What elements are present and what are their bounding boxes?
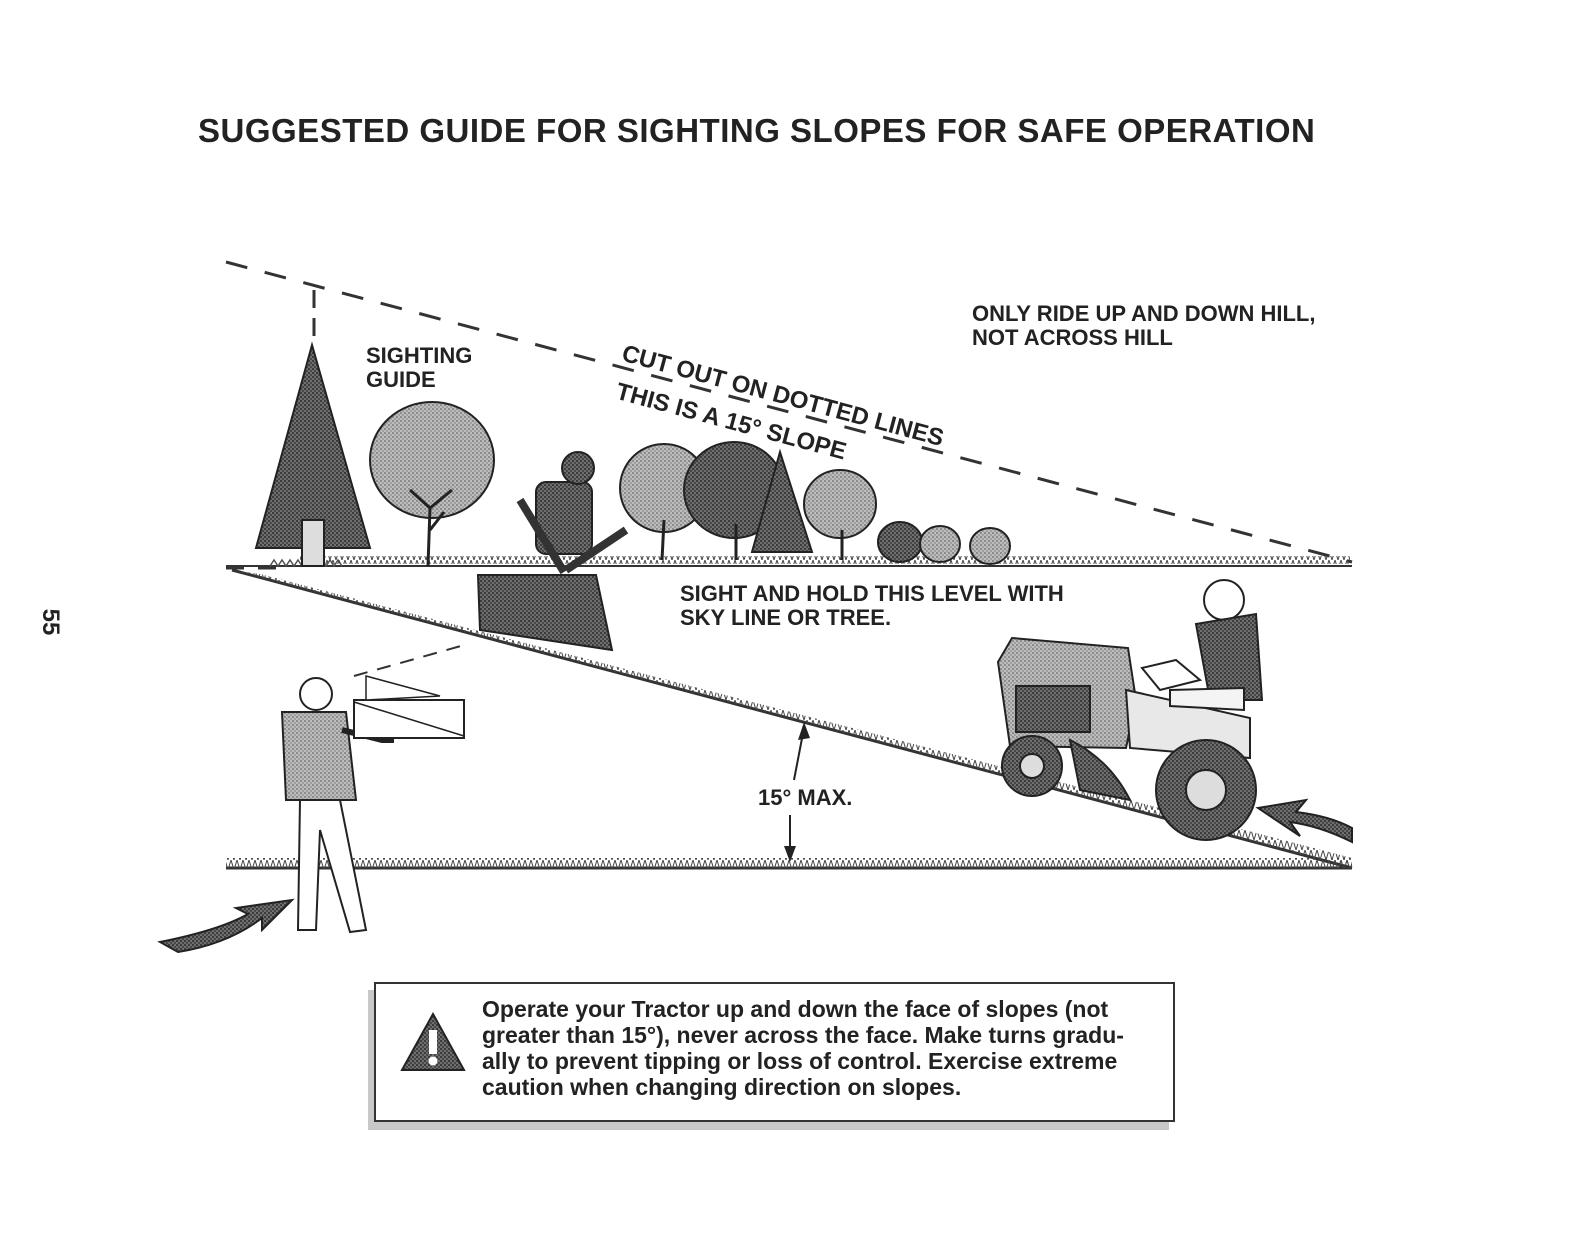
deciduous-tree-icon	[370, 402, 494, 566]
sight-instruction: SIGHT AND HOLD THIS LEVEL WITH SKY LINE …	[680, 582, 1064, 630]
ride-instruction: ONLY RIDE UP AND DOWN HILL, NOT ACROSS H…	[972, 302, 1315, 350]
tractor-rear-view-icon	[478, 452, 626, 650]
warning-triangle-icon	[400, 1012, 466, 1072]
approach-arrow-icon	[160, 900, 292, 952]
warning-text: Operate your Tractor up and down the fac…	[482, 996, 1162, 1100]
conifer-tree-icon	[256, 345, 370, 566]
sighting-guide-label: SIGHTING GUIDE	[366, 344, 472, 392]
safety-warning-box: Operate your Tractor up and down the fac…	[374, 982, 1175, 1122]
uphill-arrow-icon	[1258, 800, 1352, 842]
tree-group-icon	[620, 442, 1010, 564]
max-angle-label: 15° MAX.	[758, 786, 852, 810]
person-sighting-icon	[282, 644, 468, 932]
